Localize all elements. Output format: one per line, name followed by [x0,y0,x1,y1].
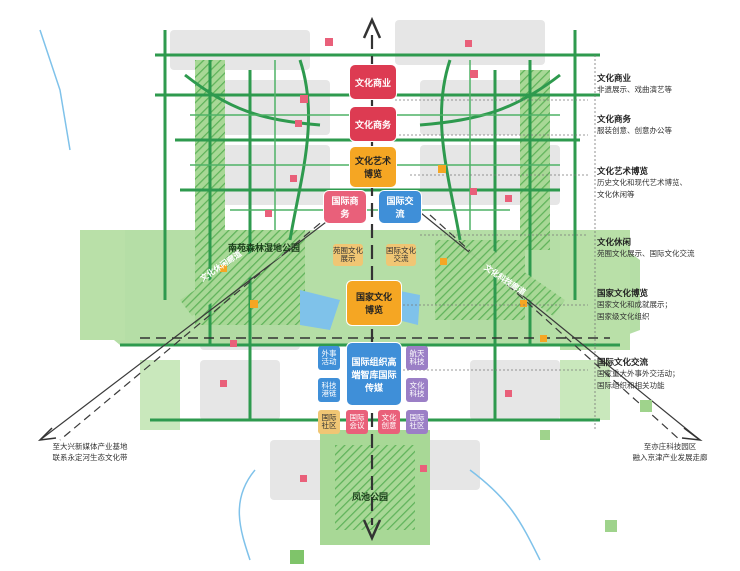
block-aerospace: 航天科技 [406,346,428,370]
block-intl-community-left: 国际社区 [318,410,340,434]
arrow-bottom-right [681,427,703,442]
legend-title-0: 文化商业 [597,74,632,84]
block-intl-business-label: 国际商务 [331,197,359,220]
block-tech-port-label: 科技港链 [321,380,337,398]
block-nanyuan-culture: 苑囿文化展示 [333,244,363,266]
legend-title-2: 文化艺术博览 [597,167,649,177]
legend-desc-1: 服装创意、创意办公等 [597,125,672,137]
block-art-expo-label: 文化艺术博览 [354,157,391,180]
legend-dividers [395,55,596,430]
legend-desc-0: 非遗展示、戏曲演艺等 [597,84,672,96]
block-intl-culture-exchange-label: 国际文化交流 [386,245,416,263]
legend-desc-3: 苑囿文化展示、国际文化交流 [597,248,695,260]
block-intl-org-label: 国际组织高端智库国际传媒 [351,357,397,394]
block-intl-meeting: 国际会议 [346,410,368,434]
legend-desc-0-line0: 非遗展示、戏曲演艺等 [597,85,672,94]
block-intl-exchange-label: 国际交流 [386,197,414,220]
axis-arrow-top [362,16,382,39]
block-foreign-affairs: 外事活动 [318,346,340,370]
block-intl-community-right: 国际社区 [406,410,428,434]
annotation-bottom-left: 至大兴新媒体产业基地 联系永定河生态文化带 [40,442,140,464]
legend-desc-3-line0: 苑囿文化展示、国际文化交流 [597,249,695,258]
block-aerospace-label: 航天科技 [409,348,425,366]
block-culture-creative: 文化创意 [378,410,400,434]
block-intl-culture-exchange: 国际文化交流 [386,244,416,266]
block-culture-creative-label: 文化创意 [381,412,397,430]
block-cultural-commerce: 文化商业 [349,64,397,100]
river-lines [39,29,541,561]
block-intl-exchange: 国际交流 [378,190,422,224]
block-intl-org: 国际组织高端智库国际传媒 [346,342,402,406]
block-intl-meeting-label: 国际会议 [349,412,365,430]
label-nanyuan-park: 南苑森林湿地公园 [228,244,301,254]
legend-desc-5-line1: 国际组织和相关功能 [597,380,665,390]
legend-desc-1-line0: 服装创意、创意办公等 [597,126,672,135]
annotation-bottom-left-line2: 联系永定河生态文化带 [52,452,128,462]
block-national-expo-label: 国家文化博览 [355,293,392,316]
block-foreign-affairs-label: 外事活动 [321,348,337,366]
block-intl-business: 国际商务 [323,190,367,224]
legend-desc-4: 国家文化和成就展示； 国家级文化组织 [597,299,672,322]
legend-desc-5-line0: 国家重大外事外交活动； [597,369,680,378]
block-intl-community-right-label: 国际社区 [409,412,425,430]
legend-title-3: 文化休闲 [597,238,632,248]
legend-title-4: 国家文化博览 [597,289,649,299]
label-fengchi-park: 凤池公园 [352,493,389,503]
arrow-bottom-left [37,427,57,442]
legend-title-5: 国际文化交流 [597,358,649,368]
annotation-bottom-right: 至亦庄科技园区 融入京津产业发展走廊 [620,442,720,464]
legend-title-1: 文化商务 [597,115,632,125]
legend-desc-4-line0: 国家文化和成就展示； [597,300,672,309]
annotation-bottom-left-line1: 至大兴新媒体产业基地 [52,442,128,451]
block-culture-tech-label: 文化科技 [409,380,425,398]
block-national-expo: 国家文化博览 [346,280,402,326]
block-cultural-commerce-label: 文化商业 [354,78,391,89]
block-tech-port: 科技港链 [318,378,340,402]
legend-desc-5: 国家重大外事外交活动； 国际组织和相关功能 [597,368,680,391]
block-art-expo: 文化艺术博览 [349,146,397,188]
block-cultural-business: 文化商务 [349,106,397,142]
annotation-bottom-right-line2: 融入京津产业发展走廊 [632,452,708,462]
block-intl-community-left-label: 国际社区 [321,412,337,430]
legend-desc-2: 历史文化和现代艺术博览、 文化休闲等 [597,177,687,200]
block-nanyuan-culture-label: 苑囿文化展示 [333,245,363,263]
legend-desc-2-line1: 文化休闲等 [597,189,635,199]
legend-desc-4-line1: 国家级文化组织 [597,311,650,321]
parcel-markers [220,38,652,564]
block-cultural-business-label: 文化商务 [354,120,391,131]
legend-desc-2-line0: 历史文化和现代艺术博览、 [597,178,687,187]
corridor-bands [180,240,565,316]
annotation-bottom-right-line1: 至亦庄科技园区 [643,442,697,451]
block-culture-tech: 文化科技 [406,378,428,402]
axis-arrow-bottom [362,519,382,542]
